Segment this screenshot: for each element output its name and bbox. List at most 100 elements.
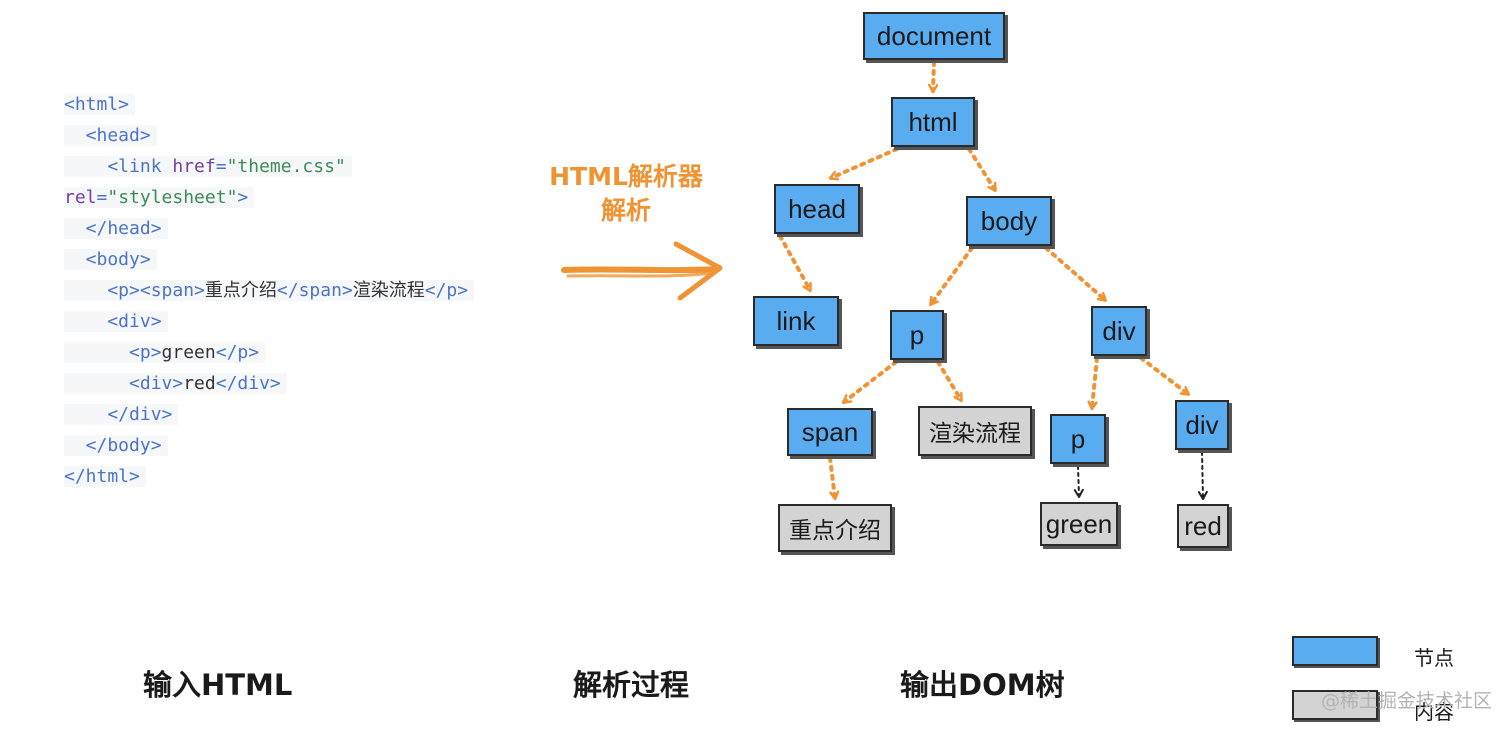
tree-edge-p1-render [936, 360, 963, 400]
tree-node-p-inner: p [1050, 414, 1106, 464]
tree-node-html: html [891, 97, 975, 147]
tree-edge-body-div1 [1044, 246, 1105, 302]
legend-node-label: 节点 [1414, 646, 1454, 670]
legend-content-label: 内容 [1414, 700, 1454, 724]
code-line-text: </head> [64, 218, 168, 239]
code-line: </body> [64, 433, 168, 459]
tree-content-key-intro: 重点介绍 [778, 504, 892, 552]
tree-node-head: head [774, 184, 860, 234]
code-token: </div> [215, 373, 281, 394]
tree-edge-head-link [778, 234, 812, 290]
code-token: 渲染流程 [352, 280, 425, 301]
node-label: div [1185, 409, 1219, 440]
code-line: <head> [64, 123, 157, 149]
code-line-text: rel="stylesheet"> [64, 187, 255, 208]
code-line-text: <p><span>重点介绍</span>渲染流程</p> [64, 280, 475, 301]
code-token: "stylesheet" [107, 187, 238, 208]
code-token: </body> [64, 435, 162, 456]
code-line-text: <body> [64, 249, 157, 270]
legend-node-swatch [1292, 636, 1378, 666]
tree-edge-div2-red [1197, 451, 1208, 500]
code-line: <div> [64, 309, 168, 335]
node-label: head [788, 193, 846, 224]
node-label: html [908, 106, 958, 137]
code-line-text: </div> [64, 404, 179, 425]
code-line: <p><span>重点介绍</span>渲染流程</p> [64, 278, 475, 304]
code-token: href [172, 156, 216, 177]
tree-edge-span-intro [828, 456, 835, 498]
node-label: p [1070, 423, 1086, 454]
code-line: <link href="theme.css" [64, 154, 352, 180]
tree-node-div-inner: div [1175, 400, 1229, 450]
code-line: rel="stylesheet"> [64, 185, 255, 211]
tree-edge-p1-span [844, 360, 898, 404]
node-label: span [801, 416, 859, 447]
code-line-text: <p>green</p> [64, 342, 266, 363]
tree-edge-div1-div2 [1139, 356, 1188, 396]
tree-edge-div1-p2 [1092, 356, 1099, 408]
code-token: <div> [64, 311, 162, 332]
code-token: <html> [64, 94, 130, 115]
tree-node-span: span [787, 408, 873, 456]
tree-edge-p2-green [1073, 465, 1084, 498]
code-token: green [161, 342, 216, 363]
code-token: rel [64, 187, 97, 208]
parser-label-line2: 解析 [600, 196, 651, 225]
code-token: red [183, 373, 216, 394]
code-line-text: <div>red</div> [64, 373, 287, 394]
code-line: </html> [64, 464, 146, 490]
code-line-text: <div> [64, 311, 168, 332]
caption-input-html: 输入HTML [143, 668, 293, 702]
code-token: <p> [64, 342, 162, 363]
code-token: </span> [276, 280, 353, 301]
node-label: green [1045, 508, 1113, 539]
watermark: @稀土掘金技术社区 [1320, 690, 1492, 712]
code-line: </div> [64, 402, 179, 428]
code-token: = [96, 187, 108, 208]
node-label: body [980, 205, 1038, 236]
node-label: p [909, 319, 925, 350]
code-token: > [237, 187, 249, 208]
code-line: <body> [64, 247, 157, 273]
tree-edge-html-body [967, 147, 997, 190]
code-token: <div> [64, 373, 184, 394]
caption-parse-process: 解析过程 [573, 668, 690, 702]
tree-content-green: green [1040, 502, 1118, 546]
code-line-text: <link href="theme.css" [64, 156, 352, 177]
node-label: 重点介绍 [789, 518, 881, 544]
parser-label: HTML解析器 解析 [538, 160, 714, 228]
node-label: document [876, 20, 992, 51]
code-token: </p> [215, 342, 260, 363]
code-token: </html> [64, 466, 140, 487]
code-line: </head> [64, 216, 168, 242]
node-label: 渲染流程 [929, 421, 1021, 447]
code-line-text: </html> [64, 466, 146, 487]
code-line: <html> [64, 92, 136, 118]
code-line: <p>green</p> [64, 340, 266, 366]
code-token: </p> [424, 280, 469, 301]
tree-node-link: link [753, 296, 839, 346]
code-token: 重点介绍 [204, 280, 277, 301]
code-token: "theme.css" [226, 156, 346, 177]
code-token: </div> [64, 404, 173, 425]
tree-node-body: body [966, 196, 1052, 246]
parser-label-line1: HTML解析器 [549, 162, 703, 191]
parser-arrow [561, 241, 723, 301]
tree-node-div: div [1091, 306, 1147, 356]
node-label: red [1184, 510, 1222, 541]
tree-edge-body-p1 [929, 246, 974, 304]
code-token: <link [64, 156, 173, 177]
code-line-text: <html> [64, 94, 136, 115]
node-label: link [776, 305, 816, 336]
code-token: <head> [64, 125, 151, 146]
tree-content-render-flow: 渲染流程 [918, 406, 1032, 456]
tree-edge-document-html [933, 60, 934, 91]
code-line-text: </body> [64, 435, 168, 456]
node-label: div [1102, 315, 1136, 346]
code-token: <body> [64, 249, 151, 270]
code-token: = [215, 156, 227, 177]
legend-content-swatch [1292, 690, 1378, 720]
caption-output-dom-tree: 输出DOM树 [900, 668, 1065, 702]
code-line-text: <head> [64, 125, 157, 146]
